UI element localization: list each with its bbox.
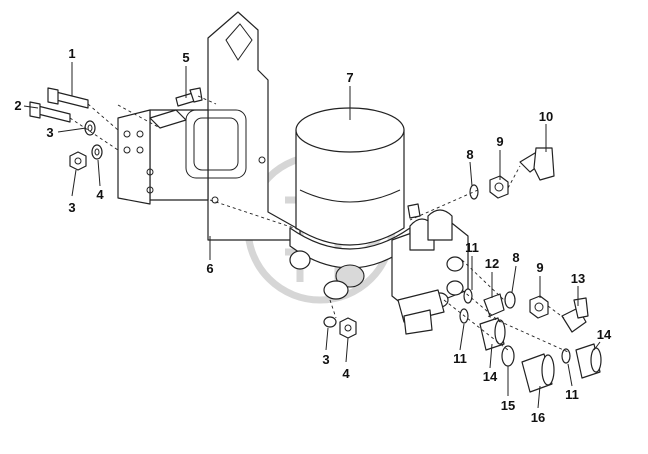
hex-bolt-5: [175, 87, 203, 107]
callout-4: 3: [68, 200, 75, 215]
seal-ring-11-lower: [561, 348, 571, 364]
callout-2: 2: [14, 98, 21, 113]
four-circuit-protection-valve: [391, 203, 469, 335]
hex-bolt-2: [29, 101, 71, 123]
o-ring-8-lower: [504, 291, 516, 309]
callout-3: 3: [46, 125, 53, 140]
callout-5: 5: [182, 50, 189, 65]
seal-ring-15: [501, 345, 515, 367]
washer-3-upper: [84, 120, 96, 136]
connector-16: [521, 353, 555, 393]
callout-14: 14: [483, 369, 498, 384]
callout-4: 4: [342, 366, 350, 381]
mounting-bracket: [117, 11, 301, 241]
callout-9: 9: [536, 260, 543, 275]
connector-14-right: [575, 343, 602, 379]
callout-labels: 1 2 3 3 4 5 6 7 8 9 10 11 12 8 9 13 14 1…: [14, 46, 612, 425]
callout-11: 11: [565, 387, 579, 402]
elbow-fitting-13: [561, 297, 589, 333]
leader-lines: [23, 62, 601, 409]
seal-ring-11-upper: [463, 288, 473, 304]
callout-10: 10: [539, 109, 553, 124]
air-dryer-canister: [289, 107, 411, 300]
elbow-fitting-10: [519, 147, 555, 181]
callout-7: 7: [346, 70, 353, 85]
hex-nut-9-lower: [529, 295, 549, 319]
callout-15: 15: [501, 398, 515, 413]
hex-bolt-1: [47, 87, 89, 109]
callout-11: 11: [453, 351, 467, 366]
hex-nut-4-left: [69, 151, 87, 171]
callout-12: 12: [485, 256, 499, 271]
callout-13: 13: [571, 271, 585, 286]
callout-3: 3: [322, 352, 329, 367]
callout-6: 6: [206, 261, 213, 276]
washer-3-lower: [323, 316, 337, 328]
adapter-12: [483, 293, 505, 317]
callout-14: 14: [597, 327, 612, 342]
callout-8: 8: [466, 147, 473, 162]
callout-11: 11: [465, 240, 479, 255]
assembly-lines: [69, 95, 569, 353]
callout-3: 4: [96, 187, 104, 202]
callout-16: 16: [531, 410, 545, 425]
callout-8: 8: [512, 250, 519, 265]
callout-9: 9: [496, 134, 503, 149]
callout-1: 1: [68, 46, 75, 61]
o-ring-8-upper: [469, 184, 479, 200]
washer-3-left: [91, 144, 103, 160]
hex-nut-9-upper: [489, 175, 509, 199]
hex-nut-4-lower: [339, 317, 357, 339]
